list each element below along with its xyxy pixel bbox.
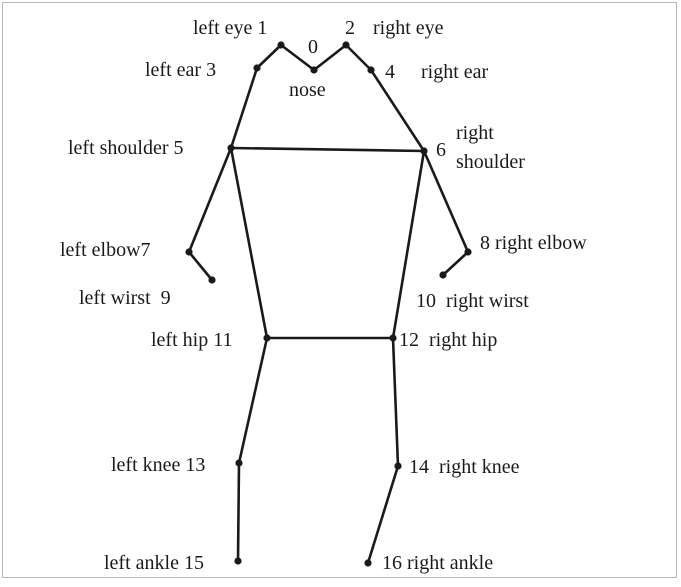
joint-12-right-hip	[389, 334, 396, 341]
bone-rightknee-rightankle	[368, 466, 398, 563]
label-right-ankle: 16 right ankle	[382, 552, 493, 574]
joint-5-left-shoulder	[227, 144, 234, 151]
label-left-elbow: left elbow7	[60, 239, 151, 261]
bone-shoulders	[231, 148, 424, 151]
joint-9-left-wrist	[208, 276, 215, 283]
joint-2-right-eye	[342, 41, 349, 48]
bone-leftear-lefteye	[257, 45, 281, 68]
label-left-hip: left hip 11	[151, 329, 232, 351]
joint-14-right-knee	[394, 462, 401, 469]
label-right-ear-number: 4	[385, 61, 395, 83]
bone-righteye-rightear	[346, 45, 371, 70]
bone-leftear-leftshoulder	[231, 68, 257, 148]
label-right-eye-number: 2	[345, 17, 355, 39]
label-right-knee: 14 right knee	[409, 456, 520, 478]
bone-leftelbow-leftwrist	[189, 252, 212, 280]
bone-leftshoulder-leftelbow	[189, 148, 231, 252]
label-left-shoulder: left shoulder 5	[68, 137, 184, 159]
label-right-ear: right ear	[421, 61, 489, 83]
label-right-hip: 12 right hip	[399, 329, 497, 351]
joint-16-right-ankle	[364, 559, 371, 566]
bone-rightelbow-rightwrist	[443, 252, 468, 275]
joint-13-left-knee	[235, 459, 242, 466]
label-right-shoulder-line1: right	[456, 122, 494, 144]
label-left-ear: left ear 3	[145, 59, 216, 81]
label-right-elbow: 8 right elbow	[480, 232, 587, 254]
label-keypoint-0: 0	[308, 36, 318, 58]
label-left-eye: left eye 1	[193, 17, 267, 39]
label-left-wrist: left wirst 9	[79, 287, 171, 309]
bone-lefthip-leftknee	[239, 338, 267, 463]
label-right-shoulder-line2: shoulder	[456, 151, 525, 173]
bone-leftshoulder-lefthip	[231, 148, 267, 338]
joint-8-right-elbow	[464, 248, 471, 255]
joint-0-nose	[310, 66, 317, 73]
joint-4-right-ear	[367, 66, 374, 73]
bone-leftknee-leftankle	[238, 463, 239, 561]
joint-3-left-ear	[253, 64, 260, 71]
label-nose: nose	[289, 79, 326, 101]
label-right-wrist: 10 right wirst	[416, 290, 529, 312]
joint-10-right-wrist	[439, 271, 446, 278]
label-left-ankle: left ankle 15	[104, 552, 204, 574]
joint-7-left-elbow	[185, 248, 192, 255]
label-right-eye: right eye	[373, 17, 444, 39]
bone-nose-righteye	[314, 45, 346, 70]
label-right-shoulder-number: 6	[436, 139, 446, 161]
joint-labels: 0 nose left eye 1 2 right eye left ear 3…	[60, 17, 587, 574]
joint-11-left-hip	[263, 334, 270, 341]
joint-15-left-ankle	[234, 557, 241, 564]
joint-1-left-eye	[277, 41, 284, 48]
joint-6-right-shoulder	[420, 147, 427, 154]
label-left-knee: left knee 13	[111, 454, 205, 476]
bone-righthip-rightknee	[393, 338, 398, 466]
bone-rightear-rightshoulder	[371, 70, 424, 151]
